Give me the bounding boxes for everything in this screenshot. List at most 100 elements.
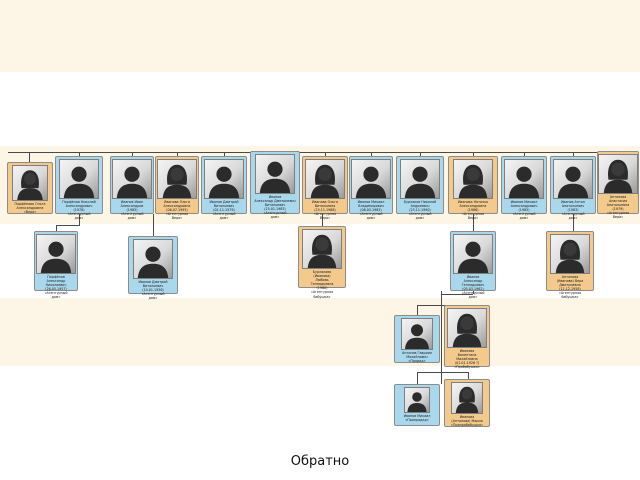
female-avatar-icon (302, 229, 342, 269)
person-card[interactable]: Иванова Валентина Михайловна (01.01.1926… (444, 305, 490, 370)
male-avatar-icon (453, 234, 493, 274)
silhouette-icon (458, 164, 488, 198)
silhouette-icon (457, 241, 489, 273)
person-name: Антонова (Иванова) Вера Дмитриевна (11.1… (556, 275, 584, 300)
connector-line (224, 152, 225, 156)
person-card[interactable]: Иванова Наталья Александровна (1986) «Аг… (448, 156, 498, 220)
male-avatar-icon (504, 159, 544, 199)
connector-line (441, 291, 442, 384)
connector-line (371, 152, 372, 156)
silhouette-icon (355, 166, 387, 198)
connector-line (417, 305, 442, 306)
person-name: Парфёнов Николай Александрович (1978) «А… (62, 200, 96, 221)
person-name: Иванов Дмитрий Витальевич (10.01.1956) «… (138, 280, 168, 301)
female-avatar-icon (453, 159, 493, 199)
male-avatar-icon (255, 154, 295, 194)
person-name: Иванов Антон Анатольевич (1983) «Агентур… (560, 200, 586, 221)
connector-line (79, 214, 80, 225)
generation-3-band (0, 298, 640, 366)
person-card[interactable]: Иванов Антон Анатольевич (1983) «Агентур… (550, 156, 596, 220)
female-avatar-icon (305, 159, 345, 199)
person-card[interactable]: Иванов Дмитрий Витальевич (01.11.1979) «… (201, 156, 247, 220)
female-avatar-icon (598, 154, 638, 194)
connector-line (325, 152, 326, 156)
male-avatar-icon (133, 239, 173, 279)
connector-line (473, 291, 474, 294)
connector-line (417, 305, 418, 315)
male-avatar-icon (400, 159, 440, 199)
silhouette-icon (162, 164, 192, 198)
connector-line (524, 152, 525, 156)
person-name: Парфёнова Ольга Александровна «Вера» (14, 202, 46, 215)
female-avatar-icon (451, 382, 483, 414)
male-avatar-icon (36, 234, 76, 274)
person-name: Иванова Ольга Александровна (06.07.1995)… (163, 200, 191, 221)
person-name: Иванов Михаил «Прапрадед» (403, 414, 431, 423)
back-link[interactable]: Обратно (290, 454, 350, 469)
connector-line (573, 214, 574, 231)
person-name: Иванов Иван Александров (1985) «Агентурн… (120, 200, 144, 221)
person-card[interactable]: Парфёнов Николай Александрович (1978) «А… (55, 156, 103, 220)
person-name: Антонов Гавриил Михайлович «Прадед» (402, 351, 432, 364)
male-avatar-icon (553, 159, 593, 199)
person-card[interactable]: Иванов Михаил «Прапрадед» (394, 384, 440, 426)
person-name: Иванова Ольга Витальевна (25.11.1988) «А… (311, 200, 338, 221)
female-avatar-icon (157, 159, 197, 199)
silhouette-icon (259, 161, 291, 193)
person-card[interactable]: Парфёнова Ольга Александровна «Вера» (7, 162, 53, 214)
person-name: Иванов Александр Дмитриевич Витальевич (… (254, 195, 296, 220)
silhouette-icon (17, 170, 43, 200)
connector-line (441, 372, 468, 373)
connector-line (56, 225, 57, 231)
silhouette-icon (603, 159, 633, 193)
silhouette-icon (555, 239, 585, 273)
silhouette-icon (307, 234, 337, 268)
silhouette-icon (40, 241, 72, 273)
male-avatar-icon (401, 318, 433, 350)
person-card[interactable]: Иванов Александр Геннадьевич (05.03.1962… (450, 231, 496, 299)
connector-line (177, 152, 178, 156)
person-card[interactable]: Иванова Ольга Витальевна (25.11.1988) «А… (302, 156, 348, 220)
person-name: Бурлакова (Иванова) Любовь Геннадьевна (… (310, 270, 334, 299)
connector-line (417, 372, 418, 384)
connector-line (29, 152, 30, 162)
person-name: Иванова Валентина Михайловна (01.01.1926… (454, 349, 480, 370)
person-card[interactable]: Парфёнов Александр Николаевич (26.05.195… (34, 231, 78, 299)
silhouette-icon (557, 166, 589, 198)
female-avatar-icon (12, 165, 48, 201)
person-card[interactable]: Антонова Анастасия Анатольевна (1979) «А… (597, 151, 639, 219)
person-name: Иванова Наталья Александровна (1986) «Аг… (457, 200, 489, 221)
person-card[interactable]: Иванов Дмитрий Витальевич (10.01.1956) «… (128, 236, 178, 300)
connector-line (420, 152, 421, 156)
person-card[interactable]: Иванова (Антонова) Мария «Прапрабабушка» (444, 379, 490, 427)
silhouette-icon (310, 164, 340, 198)
connector-line (573, 152, 574, 156)
person-name: Иванов Дмитрий Витальевич (01.11.1979) «… (209, 200, 239, 221)
connector-line (56, 225, 80, 226)
person-card[interactable]: Иванов Иван Александров (1985) «Агентурн… (110, 156, 154, 220)
silhouette-icon (116, 166, 148, 198)
connector-line (8, 152, 632, 153)
header-band (0, 0, 640, 72)
connector-line (473, 152, 474, 156)
male-avatar-icon (404, 387, 430, 413)
person-card[interactable]: Бурлаков Николай Андреевич (25.11.1990) … (396, 156, 444, 220)
person-name: Антонова Анастасия Анатольевна (1979) «А… (606, 195, 630, 220)
silhouette-icon (455, 386, 479, 413)
person-card[interactable]: Бурлакова (Иванова) Любовь Геннадьевна (… (298, 226, 346, 299)
female-avatar-icon (550, 234, 590, 274)
person-card[interactable]: Антонова (Иванова) Вера Дмитриевна (11.1… (546, 231, 594, 299)
person-name: Парфёнов Александр Николаевич (26.05.195… (44, 275, 68, 300)
person-card[interactable]: Иванов Александр Дмитриевич Витальевич (… (250, 151, 300, 219)
person-card[interactable]: Антонов Гавриил Михайлович «Прадед» (394, 315, 440, 363)
connector-line (132, 152, 133, 156)
silhouette-icon (405, 324, 429, 349)
person-name: Иванова (Антонова) Мария «Прапрабабушка» (451, 415, 483, 428)
person-card[interactable]: Иванов Михаил Александрович (1985) «Аген… (501, 156, 547, 220)
connector-line (322, 214, 323, 226)
person-card[interactable]: Иванов Михаил Владимирович (06.05.1985) … (349, 156, 393, 220)
connector-line (79, 152, 80, 156)
connector-line (473, 214, 474, 231)
person-card[interactable]: Иванова Ольга Александровна (06.07.1995)… (155, 156, 199, 220)
female-avatar-icon (447, 308, 487, 348)
